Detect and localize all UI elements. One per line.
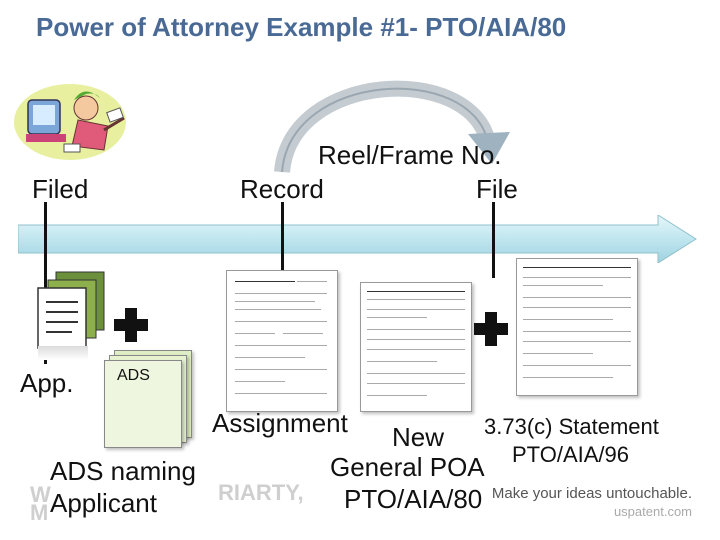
new-label: New: [392, 422, 445, 452]
poa-form-thumbnail: [360, 282, 472, 412]
filed-tick: [44, 202, 47, 364]
plus-icon-2: [474, 312, 508, 346]
general-poa-label: General POA: [330, 452, 485, 482]
file-tick: [492, 202, 495, 278]
statement-form-label: PTO/AIA/96: [512, 442, 629, 467]
ads-document: ADS: [104, 360, 182, 448]
statement-label: 3.73(c) Statement: [484, 414, 659, 439]
app-label: App.: [20, 368, 74, 398]
footer-watermark-left-1: W: [30, 482, 51, 507]
plus-icon: [114, 308, 148, 342]
footer-url: uspatent.com: [613, 504, 692, 519]
timeline-arrow: [18, 215, 697, 263]
record-label: Record: [240, 174, 324, 204]
footer-watermark-left-2: M: [30, 500, 49, 525]
application-documents-icon: [37, 271, 105, 349]
assignment-form-thumbnail: [226, 270, 338, 412]
record-tick: [281, 202, 284, 282]
ads-naming-label: ADS naming: [50, 456, 196, 486]
statement-form-thumbnail: [516, 258, 638, 396]
filed-label: Filed: [32, 174, 89, 204]
footer-tagline: Make your ideas untouchable.: [491, 485, 692, 502]
assignment-label: Assignment: [212, 408, 348, 438]
file-label: File: [476, 174, 518, 204]
reel-frame-label: Reel/Frame No.: [318, 140, 502, 170]
person-at-computer-icon: [14, 84, 126, 160]
app-reflection: [38, 346, 88, 360]
poa-form-label: PTO/AIA/80: [344, 484, 483, 514]
footer-watermark-mid: RIARTY,: [218, 480, 304, 505]
page-title: Power of Attorney Example #1- PTO/AIA/80: [36, 12, 567, 42]
footer-branding: Make your ideas untouchable. uspatent.co…: [492, 485, 692, 519]
applicant-label: Applicant: [50, 488, 157, 518]
curved-arrow-icon: [274, 80, 510, 174]
ads-doc-label: ADS: [117, 367, 150, 384]
